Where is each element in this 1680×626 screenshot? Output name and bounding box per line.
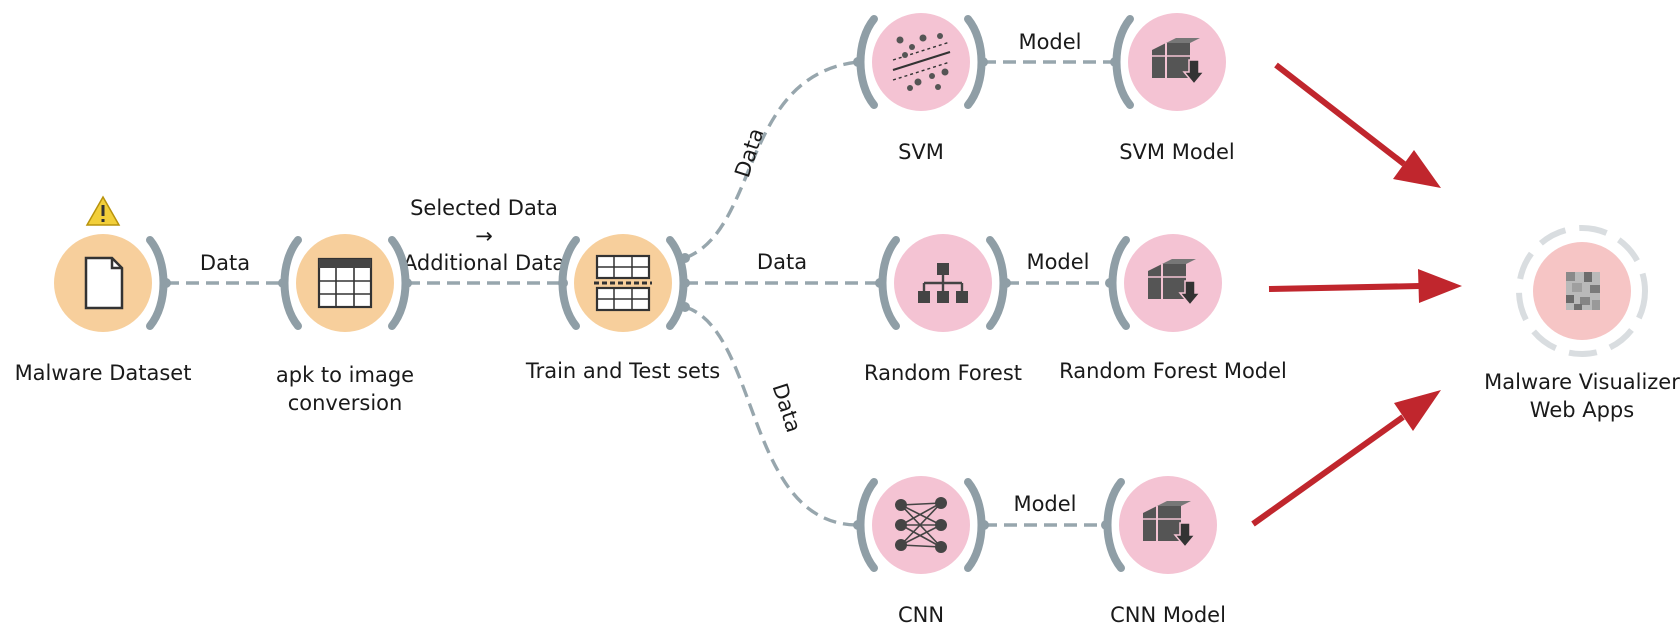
output-port[interactable] xyxy=(680,302,690,312)
node-label: Random Forest xyxy=(864,361,1022,385)
node-label: Random Forest Model xyxy=(1059,359,1287,383)
red-arrow-rf xyxy=(1268,269,1462,303)
node-label: Malware Dataset xyxy=(15,361,192,385)
input-port[interactable] xyxy=(875,278,885,288)
input-port[interactable] xyxy=(558,278,568,288)
node-label: CNN Model xyxy=(1110,603,1226,626)
file-icon xyxy=(84,256,124,310)
node-cnn-model[interactable]: CNN Model xyxy=(1101,476,1226,626)
node-train-and-test[interactable]: Train and Test sets xyxy=(525,234,720,383)
node-label: SVM xyxy=(898,140,944,164)
input-port[interactable] xyxy=(278,278,288,288)
link-label-model: Model xyxy=(1013,492,1076,516)
output-port[interactable] xyxy=(680,278,690,288)
node-cnn[interactable]: CNN xyxy=(853,476,989,626)
link-label-model: Model xyxy=(1018,30,1081,54)
link-label-selected-data: Selected Data xyxy=(410,196,558,220)
red-arrow-svm xyxy=(1274,62,1441,188)
node-label-line-2: Web Apps xyxy=(1530,398,1634,422)
link-label-data: Data xyxy=(757,250,807,274)
node-label: CNN xyxy=(898,603,944,626)
link-label-data: Data xyxy=(730,125,768,180)
node-random-forest-model[interactable]: Random Forest Model xyxy=(1059,234,1287,383)
node-random-forest[interactable]: Random Forest xyxy=(864,234,1022,385)
node-svm-model[interactable]: SVM Model xyxy=(1110,13,1235,164)
pixel-image-icon xyxy=(1566,272,1600,310)
output-port[interactable] xyxy=(979,520,989,530)
red-arrow-cnn xyxy=(1251,390,1441,527)
output-port[interactable] xyxy=(680,253,690,263)
input-port[interactable] xyxy=(1101,520,1111,530)
link-label-data: Data xyxy=(200,251,250,275)
link-label-model: Model xyxy=(1026,250,1089,274)
node-label: SVM Model xyxy=(1119,140,1235,164)
svm-scatter-icon xyxy=(892,33,951,91)
output-port[interactable] xyxy=(161,278,171,288)
tree-hierarchy-icon xyxy=(918,263,968,303)
save-model-icon xyxy=(1152,38,1206,86)
widget-ring xyxy=(1516,225,1648,357)
node-apk-to-image[interactable]: apk to image conversion xyxy=(276,234,414,415)
node-label-line-1: apk to image xyxy=(276,363,414,387)
link-train-to-cnn[interactable] xyxy=(684,305,859,527)
node-label-line-1: Malware Visualizer xyxy=(1484,370,1680,394)
input-port[interactable] xyxy=(853,57,863,67)
output-port[interactable] xyxy=(402,278,412,288)
input-port[interactable] xyxy=(853,520,863,530)
node-label-line-2: conversion xyxy=(288,391,403,415)
neural-network-icon xyxy=(895,497,947,553)
warning-icon[interactable] xyxy=(85,195,121,226)
link-label-arrow: → xyxy=(475,224,493,248)
save-model-icon xyxy=(1143,501,1197,549)
node-malware-visualizer[interactable]: Malware Visualizer Web Apps xyxy=(1484,225,1680,422)
table-icon xyxy=(317,257,373,309)
save-model-icon xyxy=(1148,259,1202,307)
node-label: Train and Test sets xyxy=(525,359,720,383)
input-port[interactable] xyxy=(1110,57,1120,67)
input-port[interactable] xyxy=(1105,278,1115,288)
node-malware-dataset[interactable]: Malware Dataset xyxy=(15,195,192,385)
link-train-to-svm[interactable] xyxy=(684,60,859,260)
node-svm[interactable]: SVM xyxy=(853,13,988,164)
output-port[interactable] xyxy=(1001,278,1011,288)
link-label-additional-data: Additional Data xyxy=(403,251,565,275)
link-label-data: Data xyxy=(767,380,805,435)
output-port[interactable] xyxy=(978,57,988,67)
data-sampler-icon xyxy=(594,254,652,312)
